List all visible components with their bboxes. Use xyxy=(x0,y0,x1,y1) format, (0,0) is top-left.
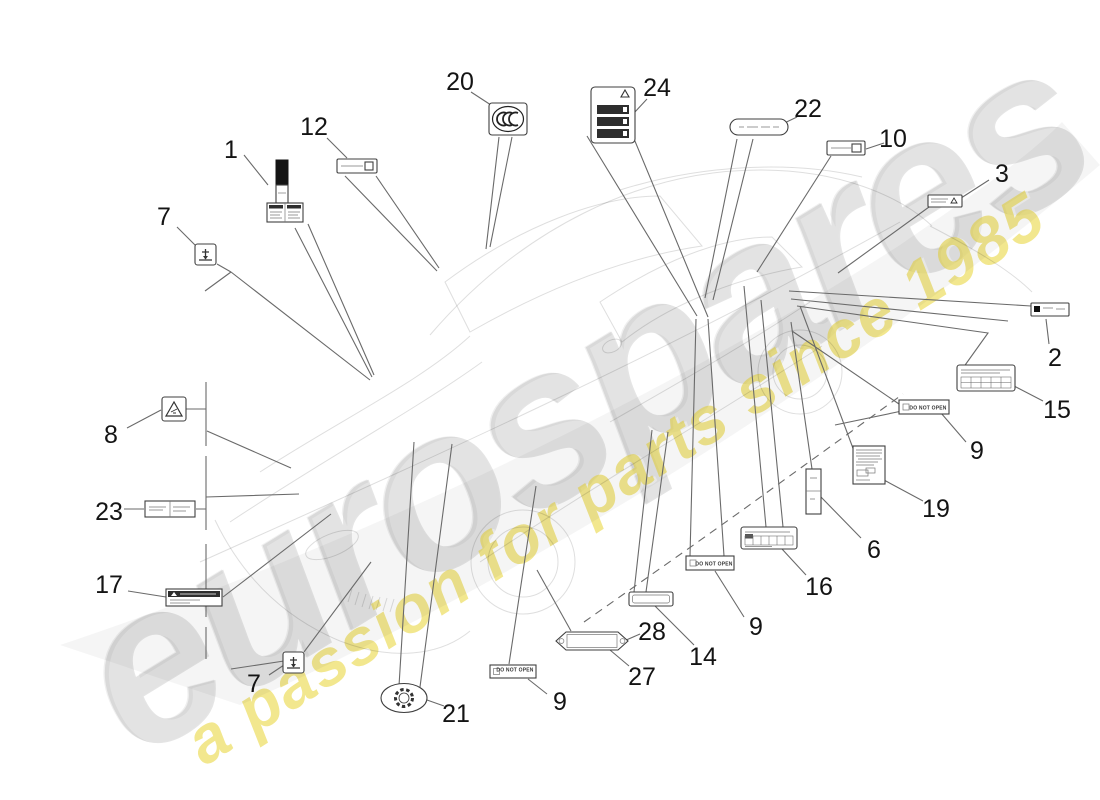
part-8-esd-warning-label[interactable] xyxy=(161,396,187,422)
part-14-strip-label[interactable] xyxy=(628,591,674,607)
part-15-tyre-data-table-label[interactable] xyxy=(956,364,1016,392)
part-17-warning-strip-label[interactable] xyxy=(165,588,223,607)
callout-9-13[interactable]: 9 xyxy=(749,613,763,641)
part-20-ccc-mark-label[interactable] xyxy=(488,102,528,136)
callout-3-6[interactable]: 3 xyxy=(995,160,1009,188)
part-2-strip-label[interactable] xyxy=(1030,302,1070,317)
part-27-seal-tag[interactable] xyxy=(555,631,629,651)
part-1-fuel-stick-label[interactable] xyxy=(266,159,304,223)
callout-22-4[interactable]: 22 xyxy=(794,95,822,123)
callout-2-7[interactable]: 2 xyxy=(1048,344,1062,372)
part-16-tyre-data-table-label[interactable] xyxy=(740,526,798,550)
callout-24-3[interactable]: 24 xyxy=(643,74,671,102)
callout-12-1[interactable]: 12 xyxy=(300,113,328,141)
callout-21-18[interactable]: 21 xyxy=(442,700,470,728)
svg-text:DO NOT OPEN: DO NOT OPEN xyxy=(909,406,946,412)
callout-15-8[interactable]: 15 xyxy=(1043,396,1071,424)
callout-14-14[interactable]: 14 xyxy=(689,643,717,671)
part-21-sprocket-seal[interactable] xyxy=(380,682,428,714)
callout-numbers: 1 12 20 24 22 10 3 2 15 9 19 6 16 9 14 28 27 9 21 7 17 23 8 7 xyxy=(95,68,1071,728)
part-22-tyre-pressure-pill-label[interactable] xyxy=(729,118,789,136)
callout-27-16[interactable]: 27 xyxy=(628,663,656,691)
part-9-do-not-open-label-bottom[interactable]: DO NOT OPEN xyxy=(489,664,537,679)
part-28-seal-tag-eyelet[interactable] xyxy=(619,638,626,644)
callout-10-5[interactable]: 10 xyxy=(879,125,907,153)
callout-9-9[interactable]: 9 xyxy=(970,437,984,465)
svg-text:DO NOT OPEN: DO NOT OPEN xyxy=(695,562,732,568)
callout-9-17[interactable]: 9 xyxy=(553,688,567,716)
callout-28-15[interactable]: 28 xyxy=(638,618,666,646)
part-6-vertical-strip-label[interactable] xyxy=(805,468,822,515)
part-10-strip-label[interactable] xyxy=(826,140,866,156)
part-7-jack-point-label-bottom[interactable] xyxy=(282,651,305,674)
callout-16-12[interactable]: 16 xyxy=(805,573,833,601)
callout-20-2[interactable]: 20 xyxy=(446,68,474,96)
callout-19-10[interactable]: 19 xyxy=(922,495,950,523)
leader-lines xyxy=(124,91,1050,707)
part-19-instruction-label[interactable] xyxy=(852,445,886,485)
callout-6-11[interactable]: 6 xyxy=(867,536,881,564)
callout-7-23[interactable]: 7 xyxy=(157,203,171,231)
part-24-warning-card-label[interactable] xyxy=(590,86,636,144)
part-3-strip-warning-label[interactable] xyxy=(927,194,963,208)
part-7-jack-point-label-top[interactable] xyxy=(194,243,217,266)
part-9-do-not-open-label-right[interactable]: DO NOT OPEN xyxy=(898,399,950,415)
part-23-strip-label[interactable] xyxy=(144,500,196,518)
callout-8-22[interactable]: 8 xyxy=(104,421,118,449)
svg-text:DO NOT OPEN: DO NOT OPEN xyxy=(496,668,533,674)
callout-23-21[interactable]: 23 xyxy=(95,498,123,526)
callout-17-20[interactable]: 17 xyxy=(95,571,123,599)
car-outline xyxy=(60,122,1100,705)
part-9-do-not-open-label-middle[interactable]: DO NOT OPEN xyxy=(685,555,735,571)
callout-7-19[interactable]: 7 xyxy=(247,670,261,698)
part-12-strip-label[interactable] xyxy=(336,158,378,174)
callout-1-0[interactable]: 1 xyxy=(224,136,238,164)
